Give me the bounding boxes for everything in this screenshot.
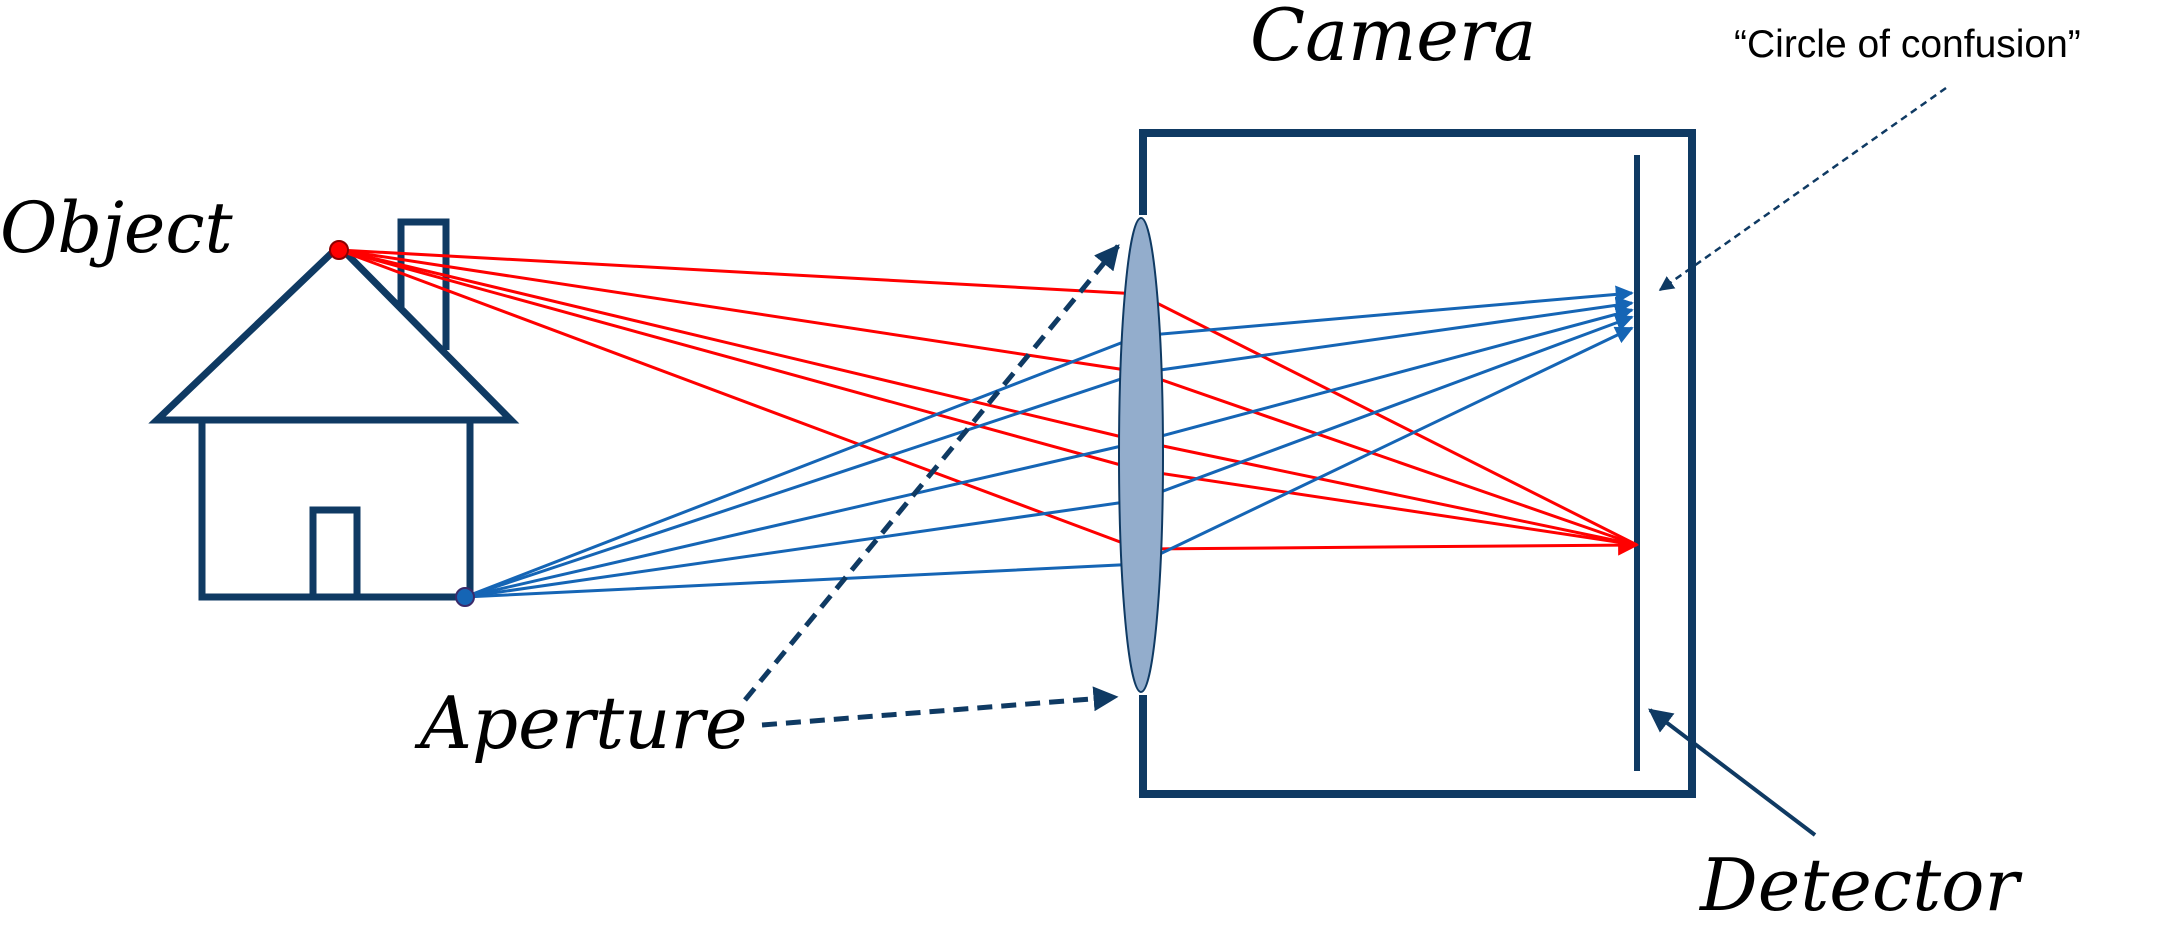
detector-label: Detector (1698, 843, 2022, 925)
aperture-pointer-bottom (761, 686, 1119, 728)
blue-ray (464, 296, 1634, 599)
red-ray (338, 248, 1638, 547)
circle-of-confusion-label: “Circle of confusion” (1734, 23, 2081, 66)
aperture-pointer-top (743, 244, 1120, 702)
red-ray (338, 248, 1638, 547)
red-ray (338, 248, 1638, 547)
red-ray (338, 248, 1638, 547)
roof-peak-point (329, 240, 349, 260)
house-roof (148, 241, 520, 424)
lens (1118, 217, 1164, 693)
house-body (198, 416, 474, 601)
camera-label: Camera (1250, 0, 1536, 77)
aperture-label: Aperture (414, 681, 747, 765)
red-ray-bundle (338, 248, 1640, 556)
camera-box-top (1139, 129, 1696, 798)
corner-point (455, 587, 475, 607)
aperture-pointers (743, 244, 1120, 728)
camera-body (1139, 129, 1696, 798)
confusion-pointer (1658, 86, 1947, 292)
object-label: Object (0, 187, 234, 269)
detector-pointer (1648, 708, 1817, 837)
house-door (309, 506, 361, 597)
